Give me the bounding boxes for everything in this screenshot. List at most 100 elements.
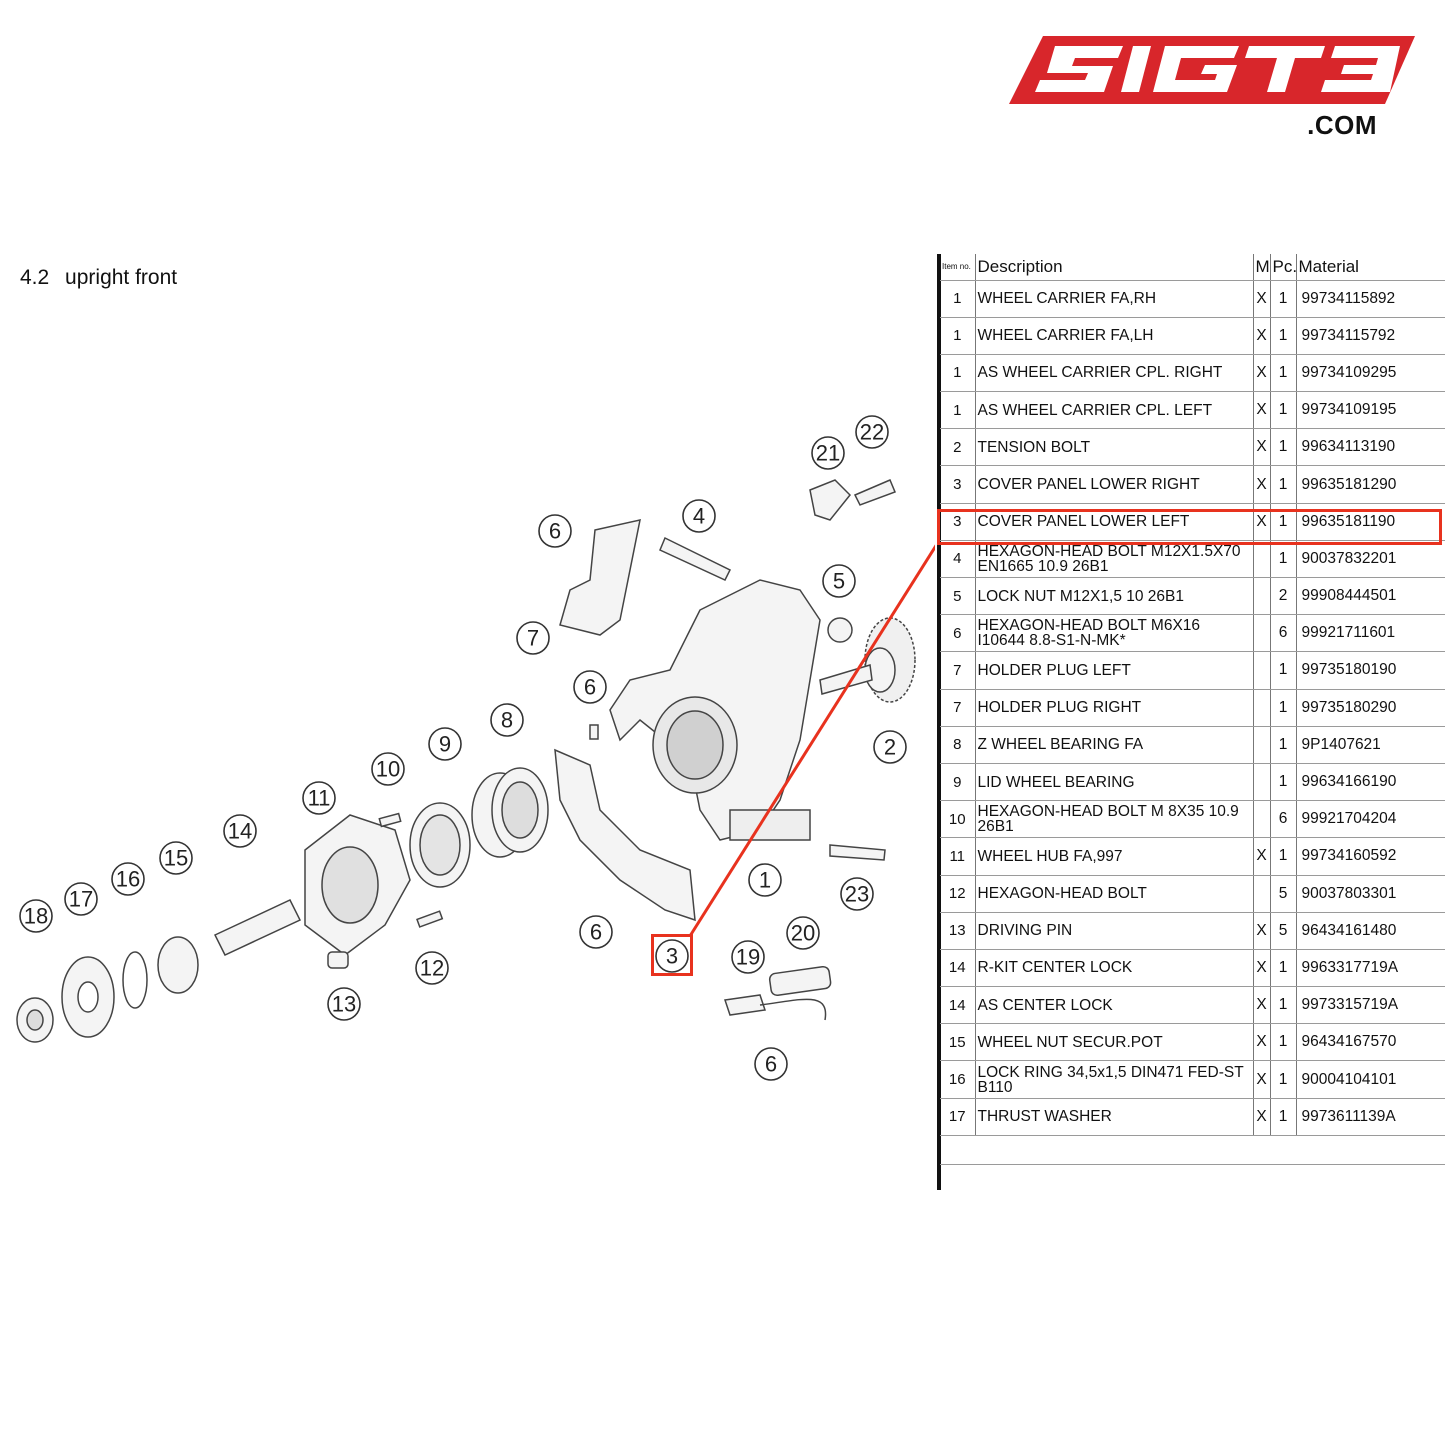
row-m-flag: X (1252, 465, 1271, 504)
row-description: HOLDER PLUG LEFT (974, 651, 1253, 690)
row-piece-count: 1 (1270, 949, 1297, 988)
row-item-no: 1 (940, 354, 975, 393)
header-material: Material (1296, 254, 1445, 281)
row-item-no: 11 (940, 837, 975, 876)
callout-23-label: 23 (845, 882, 869, 907)
callout-21-label: 21 (816, 441, 840, 466)
row-item-no: 14 (940, 949, 975, 988)
row-piece-count: 1 (1270, 354, 1297, 393)
row-m-flag (1252, 540, 1271, 579)
callout-13 (327, 987, 361, 1021)
row-description: LOCK NUT M12X1,5 10 26B1 (974, 577, 1253, 616)
row-material-number: 90037832201 (1296, 540, 1445, 579)
row-description: HEXAGON-HEAD BOLT M 8X35 10.9 26B1 (974, 800, 1253, 839)
row-piece-count: 1 (1270, 465, 1297, 504)
callout-6d (754, 1047, 788, 1081)
highlighted-row-box (937, 509, 1442, 545)
row-description: Z WHEEL BEARING FA (974, 726, 1253, 764)
section-title: upright front (65, 266, 178, 289)
row-material-number: 99908444501 (1296, 577, 1445, 616)
callout-6c (579, 915, 613, 949)
row-description: HEXAGON-HEAD BOLT M12X1.5X70 EN1665 10.9… (974, 540, 1253, 579)
row-m-flag: X (1252, 503, 1271, 541)
row-item-no: 1 (940, 391, 975, 430)
lower-arm-part (729, 809, 811, 841)
row-m-flag: X (1252, 986, 1271, 1025)
callout-17-label: 17 (69, 887, 93, 912)
row-material-number: 99735180190 (1296, 651, 1445, 690)
lock-nut-part (827, 617, 853, 643)
callout-12-label: 12 (420, 956, 444, 981)
callout-8-label: 8 (501, 708, 513, 733)
row-item-no: 3 (940, 465, 975, 504)
row-piece-count: 1 (1270, 428, 1297, 467)
row-piece-count: 1 (1270, 280, 1297, 318)
row-material-number: 99921704204 (1296, 800, 1445, 839)
callout-14 (223, 814, 257, 848)
row-description: TENSION BOLT (974, 428, 1253, 467)
row-m-flag (1252, 763, 1271, 802)
row-material-number: 96434161480 (1296, 912, 1445, 950)
row-description: HEXAGON-HEAD BOLT (974, 875, 1253, 913)
row-m-flag (1252, 614, 1271, 653)
row-material-number: 9P1407621 (1296, 726, 1445, 764)
clip-part (809, 479, 852, 521)
row-piece-count: 6 (1270, 800, 1297, 839)
row-description: DRIVING PIN (974, 912, 1253, 950)
row-m-flag: X (1252, 1023, 1271, 1062)
callout-1-label: 1 (759, 868, 771, 893)
row-description: HOLDER PLUG RIGHT (974, 689, 1253, 727)
callout-7 (516, 621, 550, 655)
wheel-nut-secur-pot-part (157, 936, 199, 994)
row-m-flag: X (1252, 1060, 1271, 1099)
callout-8 (490, 703, 524, 737)
row-description: THRUST WASHER (974, 1098, 1253, 1136)
row-m-flag (1252, 689, 1271, 727)
row-description: COVER PANEL LOWER RIGHT (974, 465, 1253, 504)
table-header-row: Item no. Description M Pc. Material (940, 254, 1445, 281)
row-m-flag: X (1252, 912, 1271, 950)
row-piece-count: 1 (1270, 763, 1297, 802)
sigt3-logo-graphic (1009, 36, 1415, 104)
callout-1 (748, 863, 782, 897)
row-piece-count: 1 (1270, 651, 1297, 690)
row-material-number: 99734115892 (1296, 280, 1445, 318)
callout-2-label: 2 (884, 735, 896, 760)
callout-9-label: 9 (439, 732, 451, 757)
row-m-flag: X (1252, 1098, 1271, 1136)
row-piece-count: 1 (1270, 391, 1297, 430)
exploded-parts-diagram: 1 2 3 4 5 6 6 6 6 7 8 9 10 11 12 13 14 1… (16, 415, 935, 1081)
callout-4-label: 4 (693, 504, 705, 529)
row-piece-count: 6 (1270, 614, 1297, 653)
row-material-number: 9973315719A (1296, 986, 1445, 1025)
callout-5-label: 5 (833, 569, 845, 594)
row-item-no: 7 (940, 651, 975, 690)
bolt-10-part (378, 812, 402, 828)
row-piece-count: 5 (1270, 875, 1297, 913)
row-description: WHEEL HUB FA,997 (974, 837, 1253, 876)
callout-18-label: 18 (24, 904, 48, 929)
row-item-no: 2 (940, 428, 975, 467)
row-item-no: 15 (940, 1023, 975, 1062)
header-item-no: Item no. (940, 254, 975, 281)
row-description: WHEEL CARRIER FA,RH (974, 280, 1253, 318)
row-item-no: 1 (940, 317, 975, 355)
row-material-number: 96434167570 (1296, 1023, 1445, 1062)
header-m: M (1252, 254, 1271, 281)
row-m-flag (1252, 875, 1271, 913)
row-description: HEXAGON-HEAD BOLT M6X16 I10644 8.8-S1-N-… (974, 614, 1253, 653)
